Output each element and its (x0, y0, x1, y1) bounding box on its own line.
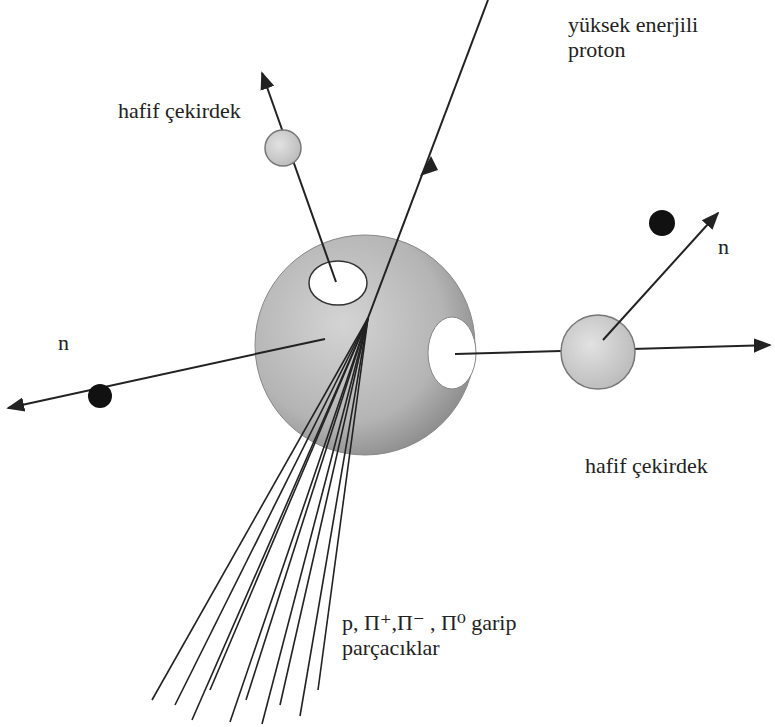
fragment-label: hafif çekirdek (585, 453, 765, 478)
neutron-label: n (718, 234, 758, 259)
neutron-label: n (58, 330, 98, 355)
fragment-label: hafif çekirdek (118, 98, 288, 123)
particle-label: yüksek enerjili proton (568, 12, 728, 63)
particle-label: p, Π⁺,Π⁻ , Π⁰ garip parçacıklar (342, 610, 520, 661)
